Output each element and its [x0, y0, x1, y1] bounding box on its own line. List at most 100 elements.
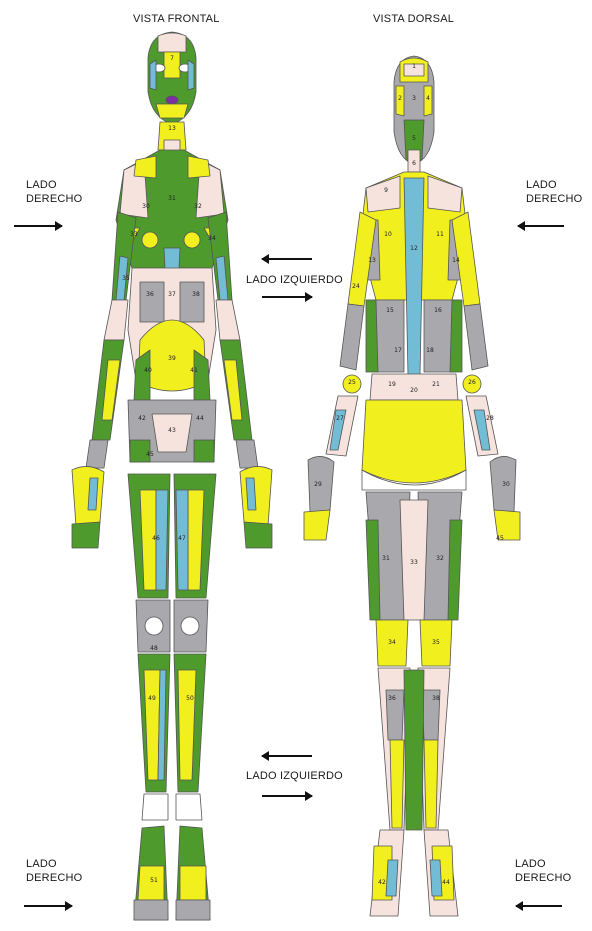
- region-number: 37: [168, 291, 176, 298]
- region-number: 30: [142, 203, 150, 210]
- region-number: 6: [412, 160, 416, 167]
- region-number: 49: [148, 695, 156, 702]
- region-number: 47: [178, 535, 186, 542]
- region-number: 45: [146, 451, 154, 458]
- back-right-fingers: [304, 510, 330, 540]
- region-number: 16: [434, 307, 442, 314]
- region-number: 35: [122, 275, 130, 282]
- region-number: 28: [486, 415, 494, 422]
- back-left-outer-thigh: [448, 520, 462, 620]
- region-number: 36: [388, 695, 396, 702]
- back-left-arch: [430, 860, 442, 896]
- region-number: 24: [352, 283, 360, 290]
- region-number: 50: [186, 695, 194, 702]
- front-left-nipple: [184, 232, 200, 248]
- region-number: 25: [348, 379, 356, 386]
- region-number: 33: [410, 559, 418, 566]
- region-number: 20: [410, 387, 418, 394]
- front-right-clavicle: [134, 156, 156, 178]
- region-number: 14: [452, 257, 460, 264]
- front-right-patella: [145, 617, 163, 635]
- region-number: 18: [426, 347, 434, 354]
- region-number: 2: [398, 95, 402, 102]
- front-right-elbow: [104, 300, 128, 340]
- front-left-elbow: [216, 300, 240, 340]
- back-buttocks: [362, 400, 466, 483]
- region-number: 48: [150, 645, 158, 652]
- front-right-toes: [134, 900, 168, 920]
- front-right-palm: [72, 466, 104, 526]
- back-right-soleus: [390, 740, 404, 828]
- region-number: 33: [130, 231, 138, 238]
- region-number: 13: [168, 125, 176, 132]
- region-number: 32: [194, 203, 202, 210]
- region-number: 10: [384, 231, 392, 238]
- region-number: 38: [192, 291, 200, 298]
- back-body-figure: [304, 56, 520, 916]
- region-number: 17: [394, 347, 402, 354]
- region-number: 31: [382, 555, 390, 562]
- region-number: 15: [386, 307, 394, 314]
- front-right-nipple: [142, 232, 158, 248]
- back-achilles-line: [404, 670, 424, 830]
- back-left-flank: [450, 300, 462, 372]
- back-right-flank: [366, 300, 378, 372]
- region-number: 31: [168, 195, 176, 202]
- back-right-outer-thigh: [366, 520, 380, 620]
- region-number: 35: [432, 639, 440, 646]
- back-left-soleus: [424, 740, 438, 828]
- front-abdomen-left: [180, 282, 204, 322]
- front-abdomen-right: [140, 282, 164, 322]
- region-number: 43: [168, 427, 176, 434]
- region-number: 12: [410, 245, 418, 252]
- front-left-palm: [240, 466, 272, 526]
- region-number: 34: [388, 639, 396, 646]
- front-left-thumb: [246, 478, 256, 510]
- back-right-arch: [386, 860, 398, 896]
- region-number: 30: [502, 481, 510, 488]
- region-number: 34: [208, 235, 216, 242]
- region-number: 44: [196, 415, 204, 422]
- front-left-clavicle: [188, 156, 210, 178]
- region-number: 11: [436, 231, 444, 238]
- front-forehead: [158, 33, 186, 52]
- region-number: 3: [412, 95, 416, 102]
- region-number: 44: [442, 879, 450, 886]
- front-right-thumb: [88, 478, 98, 510]
- region-number: 46: [152, 535, 160, 542]
- region-number: 32: [436, 555, 444, 562]
- front-left-foot-top: [180, 866, 206, 900]
- region-number: 39: [168, 355, 176, 362]
- region-number: 9: [384, 187, 388, 194]
- front-right-wrist: [86, 440, 108, 468]
- front-left-toes: [176, 900, 210, 920]
- region-number: 42: [138, 415, 146, 422]
- region-number: 21: [432, 381, 440, 388]
- region-number: 26: [468, 379, 476, 386]
- front-body-figure: [72, 32, 272, 920]
- region-number: 45: [496, 535, 504, 542]
- front-left-fingers: [244, 522, 272, 548]
- front-right-ear: [150, 60, 156, 90]
- back-spine: [404, 178, 424, 376]
- region-number: 7: [170, 55, 174, 62]
- front-left-ear: [188, 60, 194, 90]
- region-number: 1: [412, 63, 416, 70]
- front-right-fingers: [72, 522, 100, 548]
- region-number: 5: [412, 135, 416, 142]
- front-left-wrist: [236, 440, 258, 468]
- region-number: 19: [388, 381, 396, 388]
- region-number: 51: [150, 877, 158, 884]
- front-left-groin: [194, 440, 214, 462]
- region-number: 42: [378, 879, 386, 886]
- region-number: 27: [336, 415, 344, 422]
- region-number: 13: [368, 257, 376, 264]
- front-right-ankle: [142, 794, 168, 820]
- region-number: 4: [426, 95, 430, 102]
- region-number: 29: [314, 481, 322, 488]
- back-right-elbow: [340, 304, 364, 370]
- back-left-elbow: [464, 304, 488, 370]
- front-mouth: [166, 96, 178, 104]
- region-number: 36: [146, 291, 154, 298]
